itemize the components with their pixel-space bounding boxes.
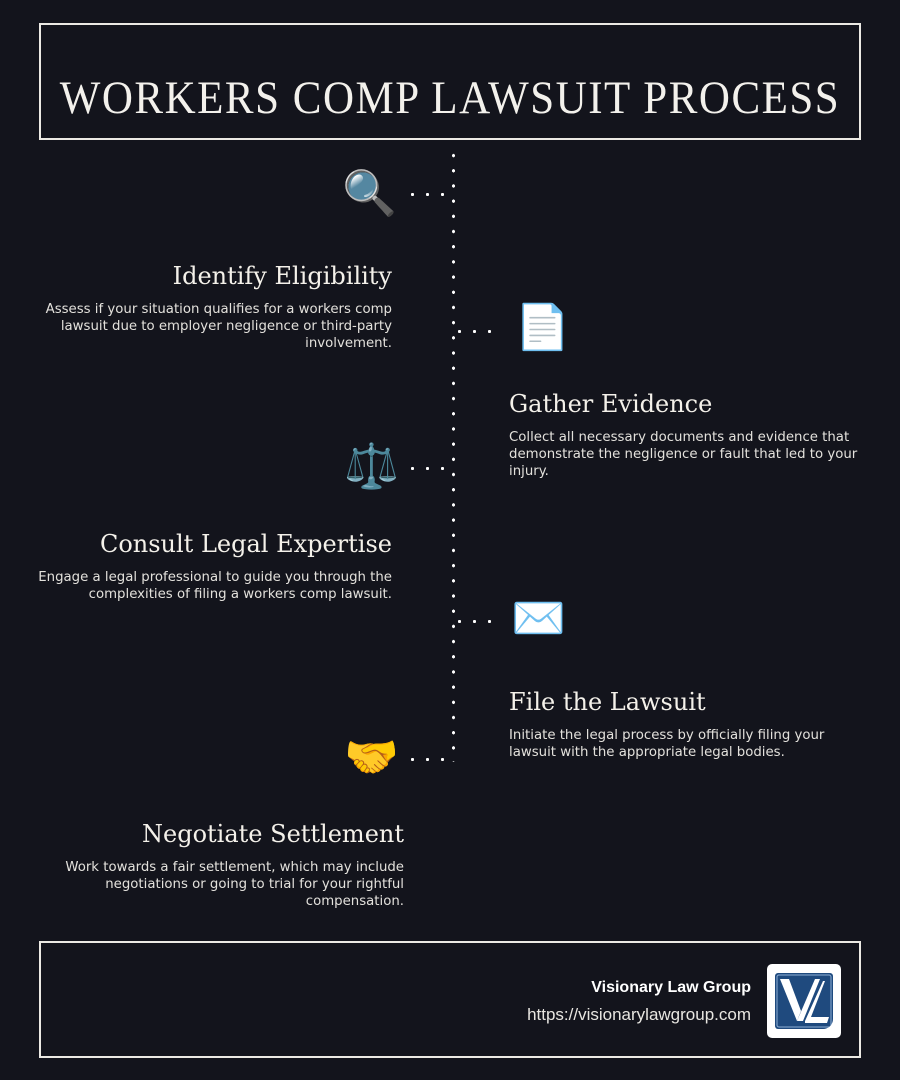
connector-2	[452, 330, 502, 333]
footer-banner: Visionary Law Group https://visionarylaw…	[39, 941, 861, 1058]
step-negotiate-settlement: Negotiate Settlement Work towards a fair…	[44, 820, 404, 910]
connector-5	[405, 758, 455, 761]
step-title: Identify Eligibility	[172, 262, 392, 290]
connector-1	[405, 193, 455, 196]
handshake-icon: 🤝	[344, 733, 399, 782]
step-gather-evidence: Gather Evidence Collect all necessary do…	[509, 390, 859, 480]
step-description: Work towards a fair settlement, which ma…	[65, 859, 404, 909]
step-identify-eligibility: Identify Eligibility Assess if your situ…	[42, 262, 392, 352]
step-file-the-lawsuit: File the Lawsuit Initiate the legal proc…	[509, 688, 859, 761]
step-description: Collect all necessary documents and evid…	[509, 429, 858, 479]
firm-name: Visionary Law Group	[591, 979, 751, 996]
connector-3	[405, 467, 455, 470]
title-banner: WORKERS COMP LAWSUIT PROCESS	[39, 23, 861, 140]
page-title: WORKERS COMP LAWSUIT PROCESS	[59, 73, 841, 124]
step-title: Gather Evidence	[509, 390, 713, 418]
envelope-icon: ✉️	[511, 594, 566, 643]
scales-of-justice-icon: ⚖️	[344, 442, 399, 491]
logo-mark-icon	[775, 973, 833, 1029]
connector-4	[452, 620, 502, 623]
step-description: Engage a legal professional to guide you…	[38, 569, 392, 602]
firm-url-link[interactable]: https://visionarylawgroup.com	[527, 1005, 751, 1024]
magnifying-glass-icon: 🔍	[342, 169, 397, 218]
firm-logo	[767, 964, 841, 1038]
step-description: Assess if your situation qualifies for a…	[45, 301, 392, 351]
step-description: Initiate the legal process by officially…	[509, 727, 825, 760]
step-title: File the Lawsuit	[509, 688, 706, 716]
step-title: Negotiate Settlement	[142, 820, 404, 848]
document-icon: 📄	[515, 303, 570, 352]
vl-logo-icon	[776, 974, 832, 1028]
step-consult-legal-expertise: Consult Legal Expertise Engage a legal p…	[12, 530, 392, 603]
step-title: Consult Legal Expertise	[99, 530, 392, 558]
timeline-line	[452, 148, 455, 762]
